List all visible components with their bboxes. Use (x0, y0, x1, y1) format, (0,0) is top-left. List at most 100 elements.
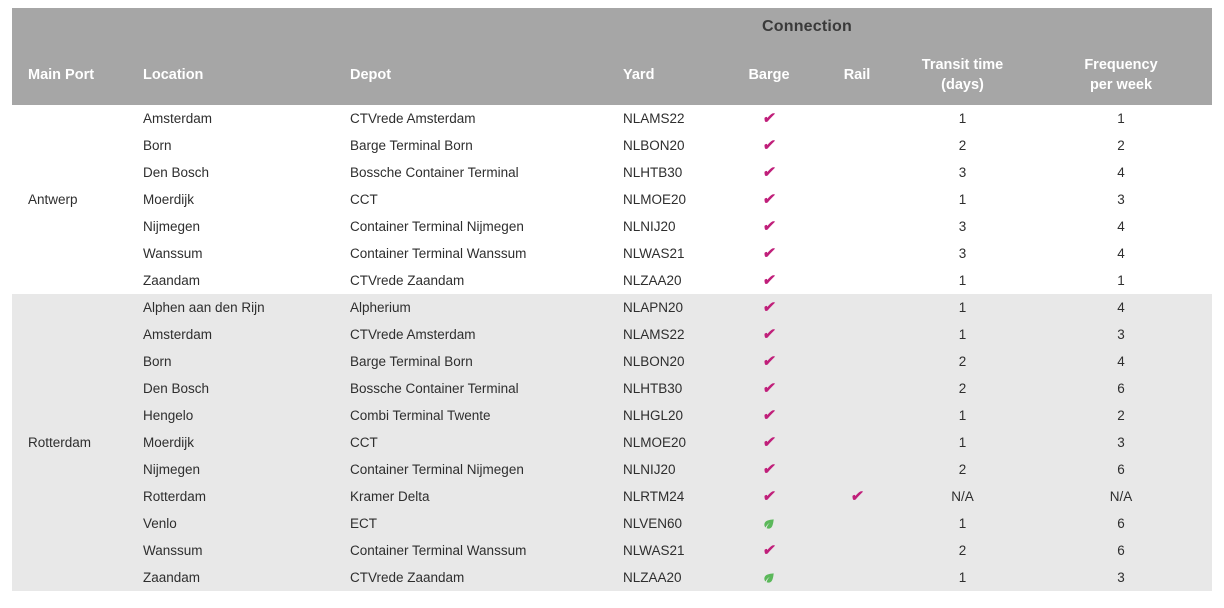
rail-connection-cell (819, 456, 895, 483)
barge-connection-cell: ✔ (719, 321, 819, 348)
transit-time-cell: N/A (895, 483, 1030, 510)
barge-check-icon: ✔ (761, 272, 777, 289)
depot-cell: CTVrede Amsterdam (334, 321, 607, 348)
depot-cell: Container Terminal Nijmegen (334, 456, 607, 483)
table-header: Connection Main Port Location Depot Yard… (12, 8, 1212, 105)
barge-connection-cell: ✔ (719, 105, 819, 132)
frequency-cell: 6 (1030, 375, 1212, 402)
location-cell: Den Bosch (127, 159, 334, 186)
barge-connection-cell: ✔ (719, 456, 819, 483)
frequency-cell: 4 (1030, 348, 1212, 375)
barge-check-icon: ✔ (761, 488, 777, 505)
yard-cell: NLNIJ20 (607, 213, 719, 240)
barge-connection-cell: ✔ (719, 213, 819, 240)
port-connections-table-container: Connection Main Port Location Depot Yard… (12, 8, 1212, 591)
main-port-cell: Rotterdam (12, 294, 127, 591)
depot-cell: Container Terminal Nijmegen (334, 213, 607, 240)
location-cell: Born (127, 132, 334, 159)
location-cell: Hengelo (127, 402, 334, 429)
barge-connection-cell: ✔ (719, 159, 819, 186)
barge-connection-cell: ✔ (719, 537, 819, 564)
barge-check-icon: ✔ (761, 245, 777, 262)
location-cell: Alphen aan den Rijn (127, 294, 334, 321)
yard-cell: NLWAS21 (607, 240, 719, 267)
yard-cell: NLWAS21 (607, 537, 719, 564)
column-header-row: Main Port Location Depot Yard Barge Rail… (12, 46, 1212, 105)
frequency-cell: 2 (1030, 402, 1212, 429)
main-port-cell: Antwerp (12, 105, 127, 294)
yard-cell: NLRTM24 (607, 483, 719, 510)
barge-check-icon: ✔ (761, 407, 777, 424)
transit-time-cell: 1 (895, 429, 1030, 456)
location-cell: Moerdijk (127, 186, 334, 213)
transit-time-cell: 3 (895, 240, 1030, 267)
barge-check-icon: ✔ (761, 380, 777, 397)
location-cell: Den Bosch (127, 375, 334, 402)
transit-time-cell: 1 (895, 267, 1030, 294)
barge-check-icon: ✔ (761, 434, 777, 451)
rail-connection-cell (819, 240, 895, 267)
yard-cell: NLAMS22 (607, 105, 719, 132)
rail-connection-cell (819, 348, 895, 375)
rail-connection-cell (819, 375, 895, 402)
depot-cell: CCT (334, 186, 607, 213)
col-header-frequency: Frequency per week (1030, 46, 1212, 105)
barge-check-icon: ✔ (761, 461, 777, 478)
transit-time-cell: 1 (895, 186, 1030, 213)
frequency-cell: 3 (1030, 186, 1212, 213)
rail-connection-cell (819, 510, 895, 537)
transit-time-cell: 3 (895, 159, 1030, 186)
rail-connection-cell (819, 429, 895, 456)
depot-cell: CTVrede Zaandam (334, 564, 607, 591)
yard-cell: NLZAA20 (607, 564, 719, 591)
transit-time-cell: 2 (895, 375, 1030, 402)
rail-connection-cell (819, 105, 895, 132)
barge-check-icon: ✔ (761, 326, 777, 343)
barge-connection-cell: ✔ (719, 348, 819, 375)
transit-time-cell: 1 (895, 105, 1030, 132)
depot-cell: Container Terminal Wanssum (334, 240, 607, 267)
rail-connection-cell (819, 294, 895, 321)
depot-cell: Alpherium (334, 294, 607, 321)
frequency-cell: 4 (1030, 213, 1212, 240)
col-header-main-port: Main Port (12, 46, 127, 105)
col-header-transit-time: Transit time (days) (895, 46, 1030, 105)
depot-cell: Barge Terminal Born (334, 348, 607, 375)
group-header-row: Connection (12, 8, 1212, 46)
yard-cell: NLZAA20 (607, 267, 719, 294)
transit-time-cell: 1 (895, 321, 1030, 348)
group-header-spacer-right (895, 8, 1212, 46)
yard-cell: NLAPN20 (607, 294, 719, 321)
location-cell: Nijmegen (127, 213, 334, 240)
barge-connection-cell: ✔ (719, 240, 819, 267)
frequency-cell: N/A (1030, 483, 1212, 510)
frequency-cell: 6 (1030, 537, 1212, 564)
yard-cell: NLMOE20 (607, 429, 719, 456)
rail-connection-cell (819, 132, 895, 159)
transit-time-cell: 2 (895, 348, 1030, 375)
depot-cell: Barge Terminal Born (334, 132, 607, 159)
frequency-cell: 1 (1030, 105, 1212, 132)
yard-cell: NLHTB30 (607, 159, 719, 186)
depot-cell: Bossche Container Terminal (334, 159, 607, 186)
yard-cell: NLHTB30 (607, 375, 719, 402)
depot-cell: Kramer Delta (334, 483, 607, 510)
barge-connection-cell: ✔ (719, 132, 819, 159)
port-connections-table: Connection Main Port Location Depot Yard… (12, 8, 1212, 591)
yard-cell: NLVEN60 (607, 510, 719, 537)
frequency-cell: 6 (1030, 510, 1212, 537)
rail-connection-cell (819, 267, 895, 294)
yard-cell: NLAMS22 (607, 321, 719, 348)
barge-check-icon: ✔ (761, 191, 777, 208)
location-cell: Wanssum (127, 240, 334, 267)
